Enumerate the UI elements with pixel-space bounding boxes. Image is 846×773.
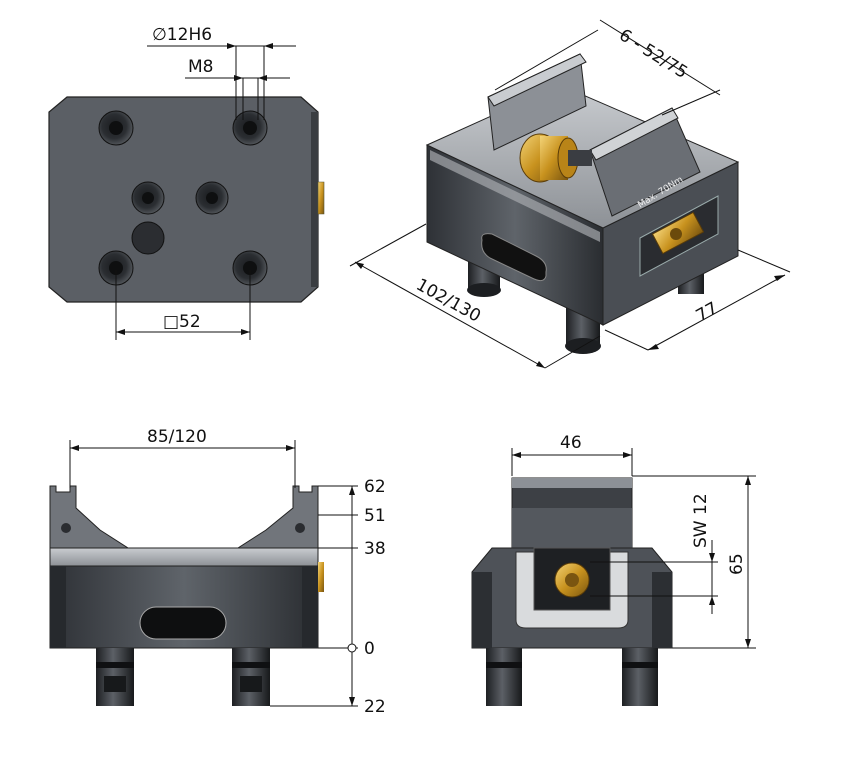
height-22-label: 22 (364, 697, 386, 717)
front-brass-knob (318, 562, 324, 592)
top-view-side-strip (311, 112, 318, 287)
thread-label: M8 (188, 57, 213, 77)
center-hole-left (131, 181, 165, 215)
side-width-label: 46 (560, 433, 582, 453)
iso-jaw-label: 6 - 52/75 (615, 25, 691, 83)
iso-brass-spindle (519, 133, 592, 183)
height-0-label: 0 (364, 639, 375, 659)
wrench-size-label: SW 12 (691, 493, 711, 548)
locating-pin (131, 221, 165, 255)
front-dimensions (69, 440, 358, 707)
span-label: 85/120 (147, 427, 207, 447)
front-view: 85/120 62 51 38 0 22 (49, 427, 386, 717)
iso-view: Max. 70Nm 102/130 77 6 - 52/75 (349, 19, 791, 369)
top-view: ∅12H6 M8 □52 (48, 25, 325, 340)
brass-knob-edge (317, 181, 325, 215)
front-slot (139, 606, 227, 640)
counterbore-hole-bl (98, 250, 134, 286)
bolt-square-label: □52 (163, 312, 201, 332)
iso-slot (481, 233, 547, 282)
side-stud-right (622, 648, 658, 706)
height-38-label: 38 (364, 539, 386, 559)
center-hole-right (195, 181, 229, 215)
height-51-label: 51 (364, 506, 386, 526)
iso-depth-label: 77 (693, 298, 722, 326)
counterbore-hole-tl (98, 110, 134, 146)
side-stud-left (486, 648, 522, 706)
front-jaw-left (49, 485, 130, 549)
side-height-label: 65 (727, 553, 747, 575)
height-62-label: 62 (364, 477, 386, 497)
iso-dimensions (349, 19, 791, 369)
dia-label: ∅12H6 (152, 25, 212, 45)
front-jaw-right (236, 485, 319, 549)
front-stud-left (96, 648, 134, 706)
counterbore-hole-tr (232, 110, 268, 146)
front-body-top (49, 547, 319, 567)
side-dimensions (511, 448, 756, 649)
side-view: 46 SW 12 65 (471, 433, 756, 706)
front-stud-right (232, 648, 270, 706)
top-view-plate (48, 96, 319, 303)
